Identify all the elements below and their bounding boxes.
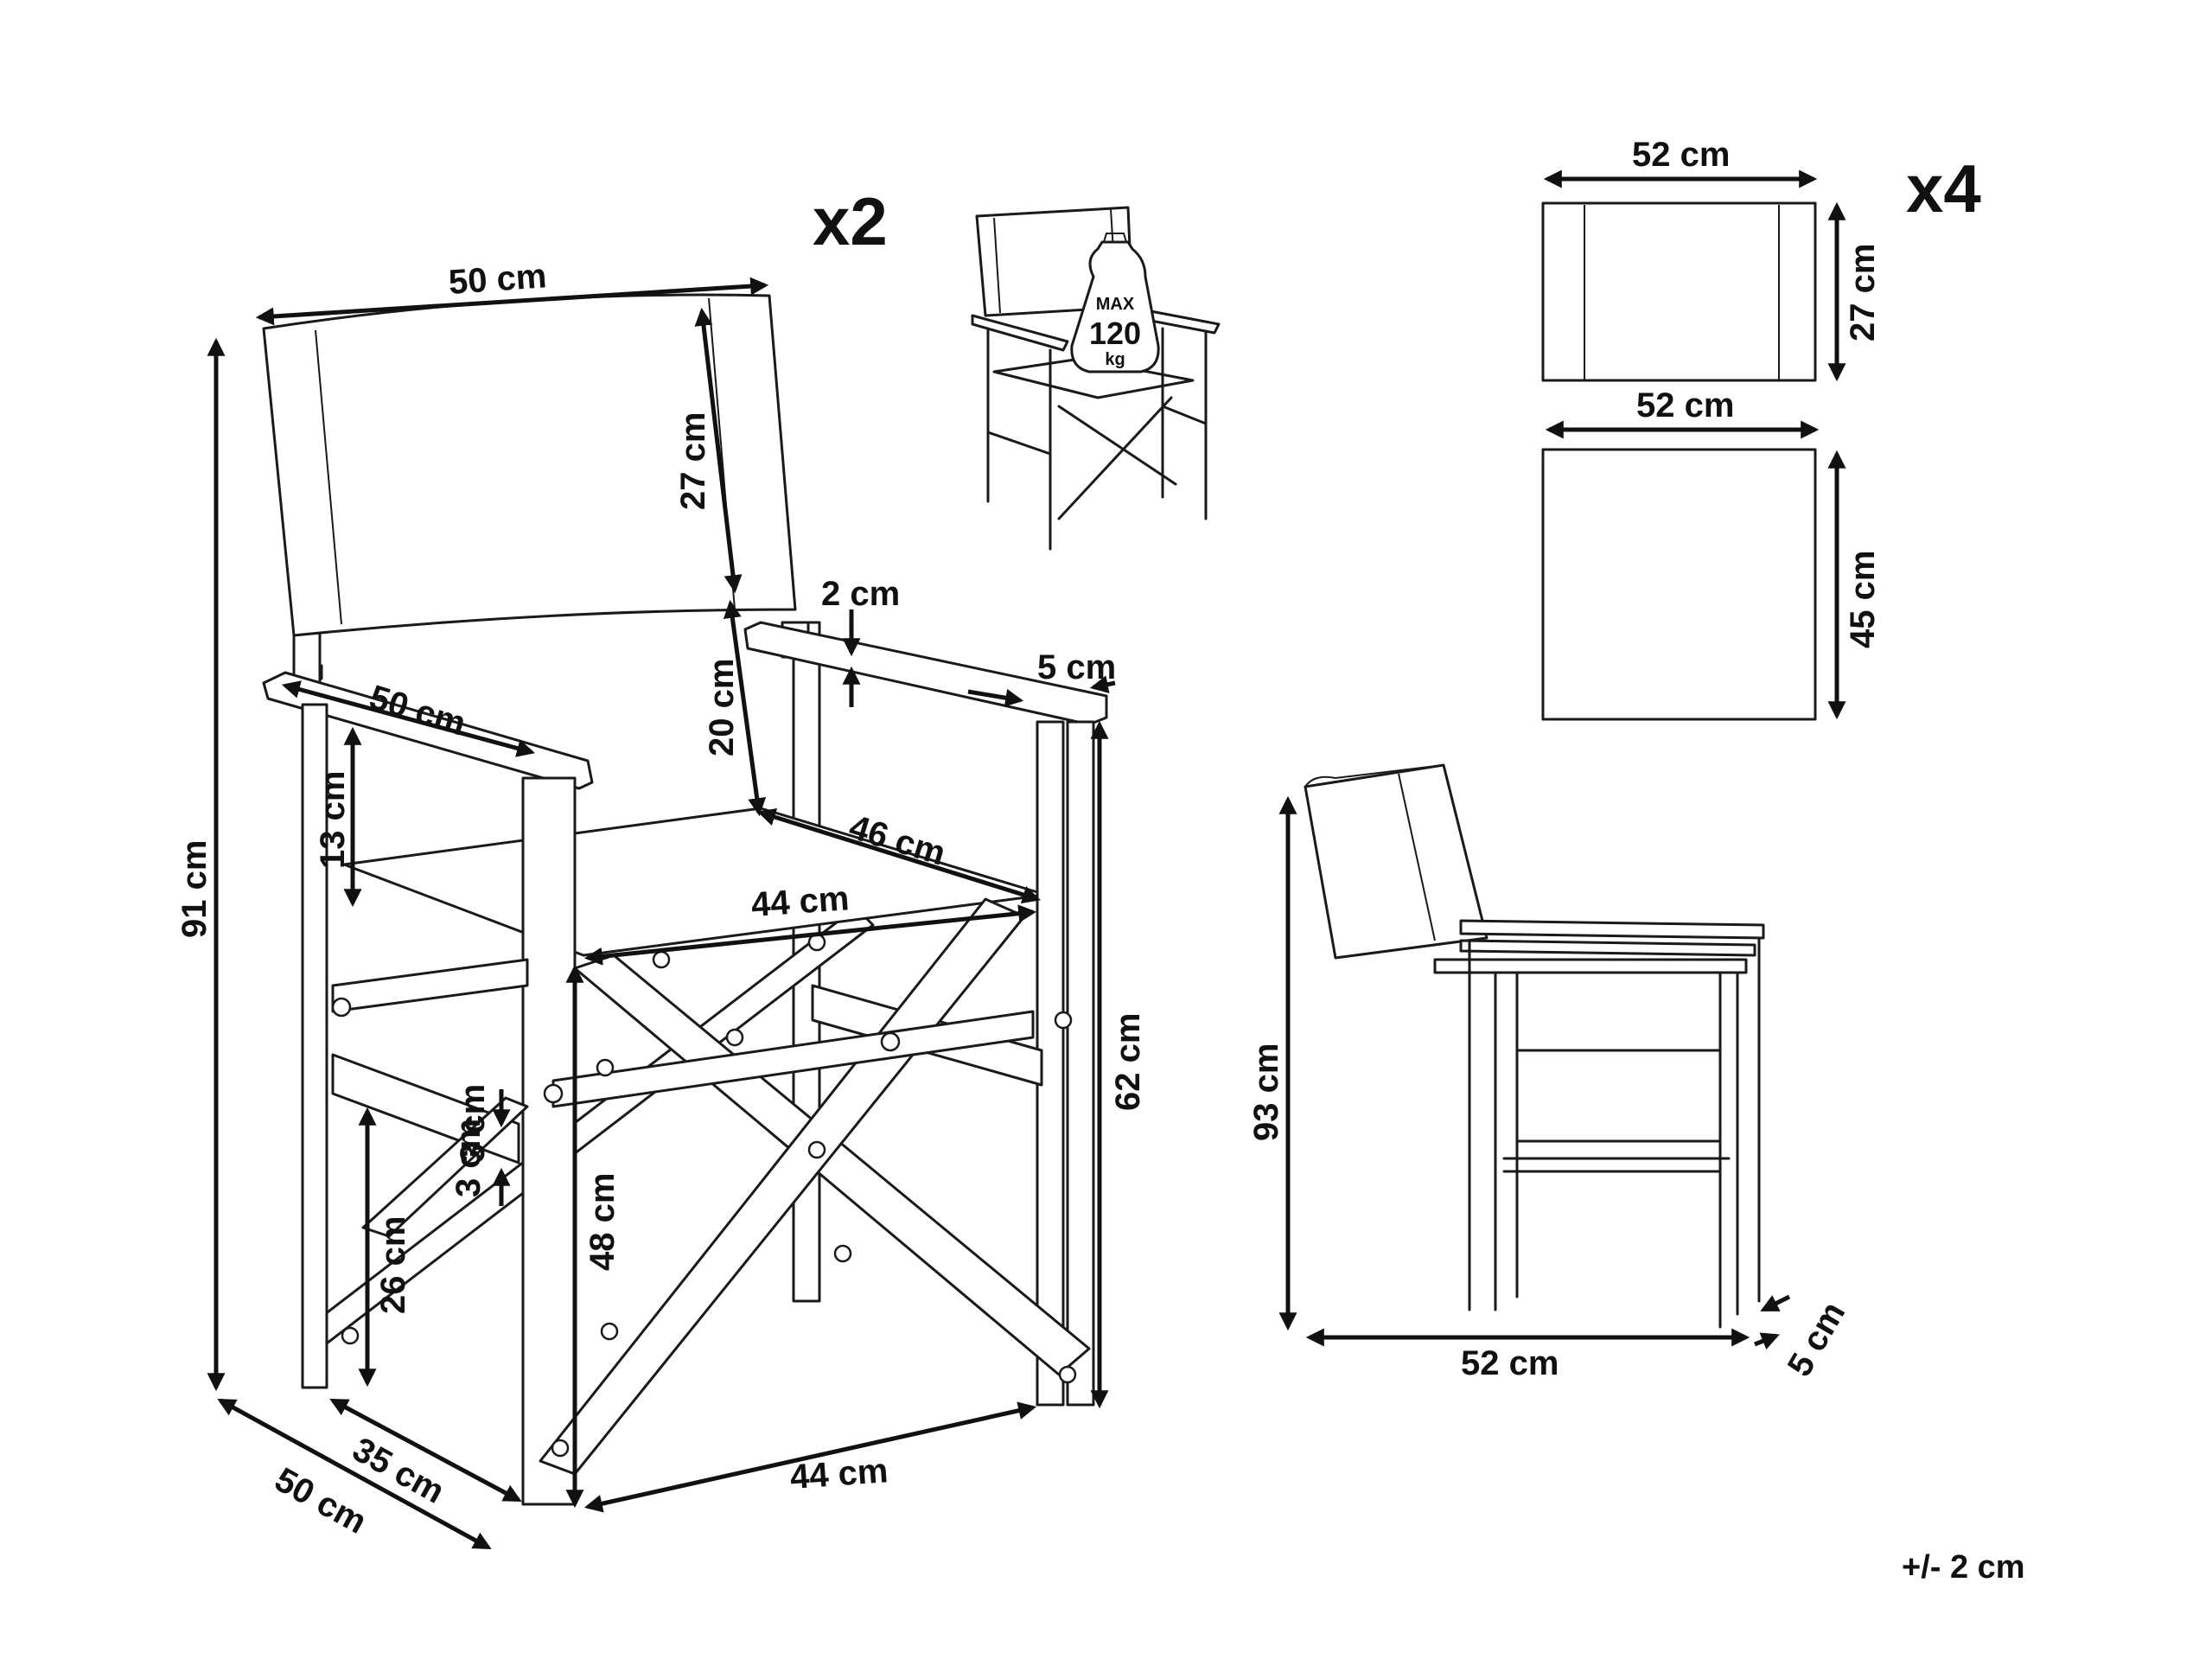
chair-quantity-label: x2 [813, 183, 888, 259]
backrest-height-label: 27 cm [674, 412, 712, 510]
cover-quantity-label: x4 [1906, 150, 1981, 227]
arm-height-label: 62 cm [1109, 1013, 1147, 1111]
folded-chair-drawing [1304, 763, 1765, 1329]
seat-cover-drawing [1541, 448, 1817, 721]
folded-depth-label: 52 cm [1461, 1344, 1559, 1382]
tolerance-label: +/- 2 cm [1902, 1549, 2025, 1586]
cover-seat-width-label: 52 cm [1636, 386, 1734, 424]
back-cover-drawing [1541, 201, 1817, 382]
armrest-thickness-label: 2 cm [821, 575, 900, 613]
back-to-seat-label: 20 cm [703, 659, 741, 756]
crossbar-size-label-2: 3 cm [449, 1119, 488, 1197]
seat-width-label: 44 cm [750, 879, 851, 924]
badge-max-label: MAX [1096, 295, 1135, 314]
badge-value-label: 120 [1089, 316, 1141, 351]
seat-height-label: 48 cm [583, 1173, 622, 1271]
armrest-width-label: 5 cm [1037, 648, 1116, 686]
cover-seat-height-label: 45 cm [1844, 551, 1882, 648]
base-depth-outer-label: 50 cm [269, 1460, 373, 1541]
cover-back-height-label: 27 cm [1844, 244, 1882, 341]
badge-unit-label: kg [1105, 350, 1125, 369]
main-chair-dimensions [207, 277, 1116, 1550]
folded-height-label: 93 cm [1247, 1043, 1285, 1141]
backrest-width-label: 50 cm [448, 257, 548, 302]
weight-icon [1070, 240, 1160, 373]
max-weight-badge: MAX 120 kg [1070, 233, 1160, 373]
crossbar-size-label: 3 cm [454, 1084, 492, 1163]
stretcher-height-label: 26 cm [374, 1216, 412, 1314]
folded-chair-dimensions [1278, 795, 1791, 1350]
cover-back-width-label: 52 cm [1632, 136, 1730, 174]
folded-thickness-label: 5 cm [1781, 1296, 1853, 1383]
total-height-label: 91 cm [175, 840, 214, 938]
base-width-label: 44 cm [789, 1452, 889, 1496]
armrest-to-seat-label: 13 cm [314, 771, 352, 869]
cover-dimensions [1543, 169, 1846, 720]
